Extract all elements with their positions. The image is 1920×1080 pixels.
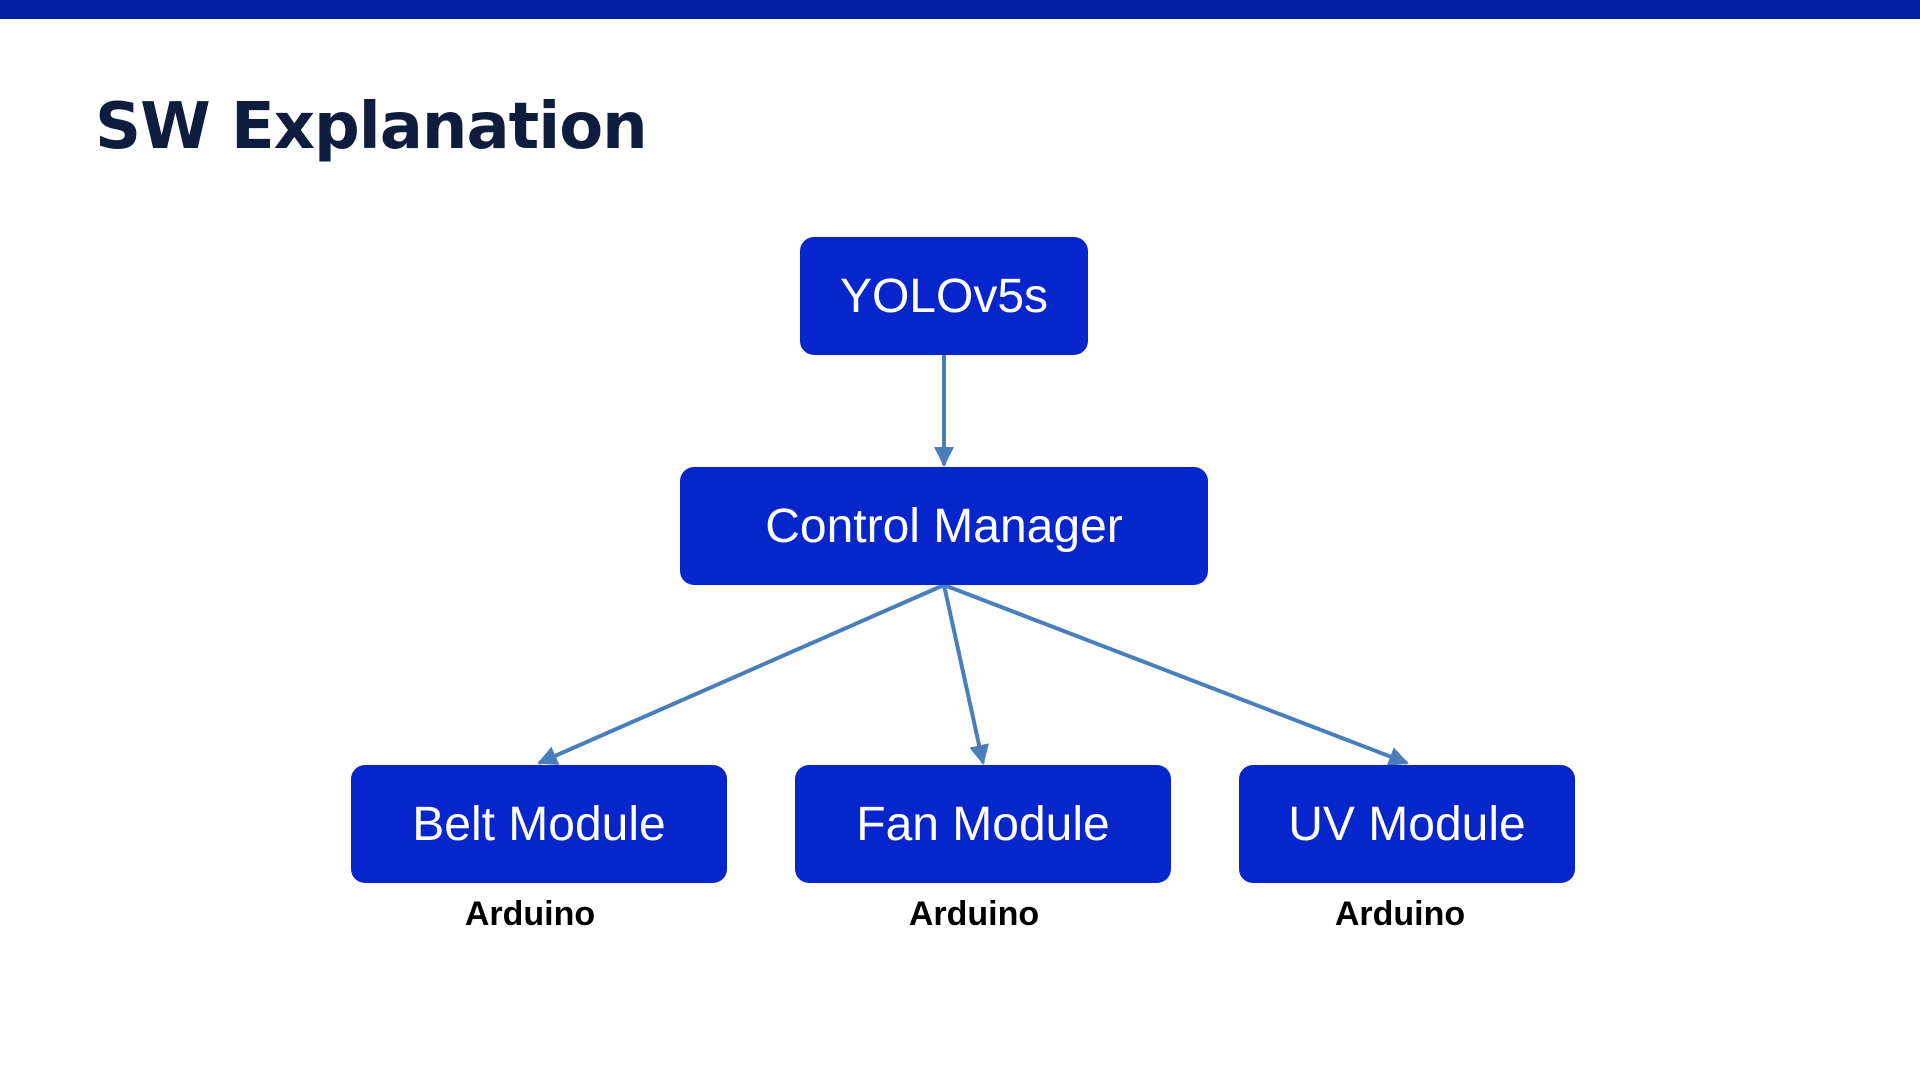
node-uv-module: UV Module [1239,765,1575,883]
node-yolov5s: YOLOv5s [800,237,1088,355]
edge-control-to-fan [942,584,989,765]
slide-title: SW Explanation [95,90,648,164]
edge-control-to-uv [943,583,1409,766]
node-fan-module: Fan Module [795,765,1171,883]
node-control-manager: Control Manager [680,467,1208,585]
belt-arduino-label: Arduino [464,895,596,933]
top-accent-bar [0,0,1920,19]
node-belt-module: Belt Module [351,765,727,883]
fan-arduino-label: Arduino [908,895,1040,933]
edge-control-to-belt [537,583,945,765]
uv-arduino-label: Arduino [1334,895,1466,933]
